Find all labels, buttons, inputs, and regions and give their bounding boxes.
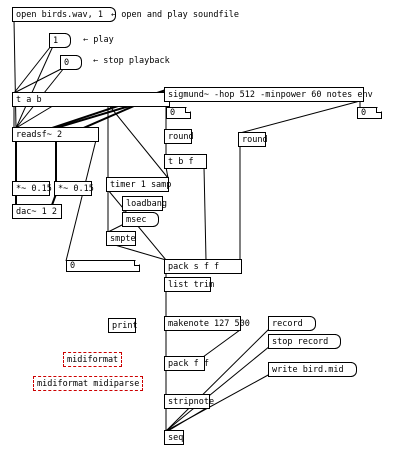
dac-object[interactable]: dac~ 1 2 — [12, 204, 62, 219]
readsf-object[interactable]: readsf~ 2 — [12, 127, 99, 142]
cord — [202, 329, 241, 358]
pack-sff-object[interactable]: pack s f f — [164, 259, 242, 274]
cord — [15, 45, 54, 129]
trigger-tab-object[interactable]: t a b — [12, 92, 170, 107]
comment-stop: ← stop playback — [93, 56, 170, 66]
cord — [13, 45, 52, 94]
print-object[interactable]: print — [108, 318, 138, 333]
timer-number[interactable]: 0 — [66, 260, 140, 272]
timer-object[interactable]: timer 1 samp — [106, 177, 171, 192]
play-message[interactable]: 1 — [49, 33, 72, 48]
makenote-object[interactable]: makenote 127 500 — [164, 316, 250, 331]
stop-message[interactable]: 0 — [60, 55, 83, 70]
cord — [165, 345, 271, 432]
stop-record-message[interactable]: stop record — [268, 334, 342, 349]
cord — [15, 103, 57, 129]
sigmund-env-number[interactable]: 0 — [357, 107, 382, 119]
sigmund-object[interactable]: sigmund~ -hop 512 -minpower 60 notes env — [164, 87, 373, 102]
cord — [107, 103, 169, 179]
write-message[interactable]: write bird.mid — [268, 362, 357, 377]
gain-left-object[interactable]: *~ 0.15 — [12, 181, 52, 196]
open-message[interactable]: open birds.wav, 1 — [12, 7, 116, 22]
cord — [107, 223, 125, 233]
stripnote-object[interactable]: stripnote — [164, 394, 214, 409]
gain-right-object[interactable]: *~ 0.15 — [54, 181, 94, 196]
cord — [239, 100, 361, 134]
msec-message[interactable]: msec — [122, 212, 161, 227]
smpte-object[interactable]: smpte — [106, 231, 136, 246]
list-trim-object[interactable]: list trim — [164, 277, 214, 292]
pack-ff-object[interactable]: pack f f — [164, 356, 209, 371]
trigger-tbf-object[interactable]: t b f — [164, 154, 207, 169]
midiformat-broken-object[interactable]: midiformat — [63, 352, 123, 367]
cord — [65, 139, 97, 262]
cord — [13, 67, 64, 94]
record-message[interactable]: record — [268, 316, 316, 331]
sigmund-pitch-number[interactable]: 0 — [166, 107, 191, 119]
round-object[interactable]: round — [164, 129, 194, 144]
midiformat-midiparse-broken-object[interactable]: midiformat midiparse — [33, 376, 144, 391]
comment-open-play: ← open and play soundfile — [111, 10, 239, 20]
loadbang-object[interactable]: loadbang — [122, 196, 167, 211]
round-object-2[interactable]: round — [238, 132, 268, 147]
cord — [165, 373, 271, 432]
comment-play: ← play — [83, 35, 114, 45]
cord — [203, 166, 207, 261]
cord — [13, 19, 17, 129]
cord — [165, 327, 271, 432]
seq-object[interactable]: seq — [164, 430, 184, 445]
